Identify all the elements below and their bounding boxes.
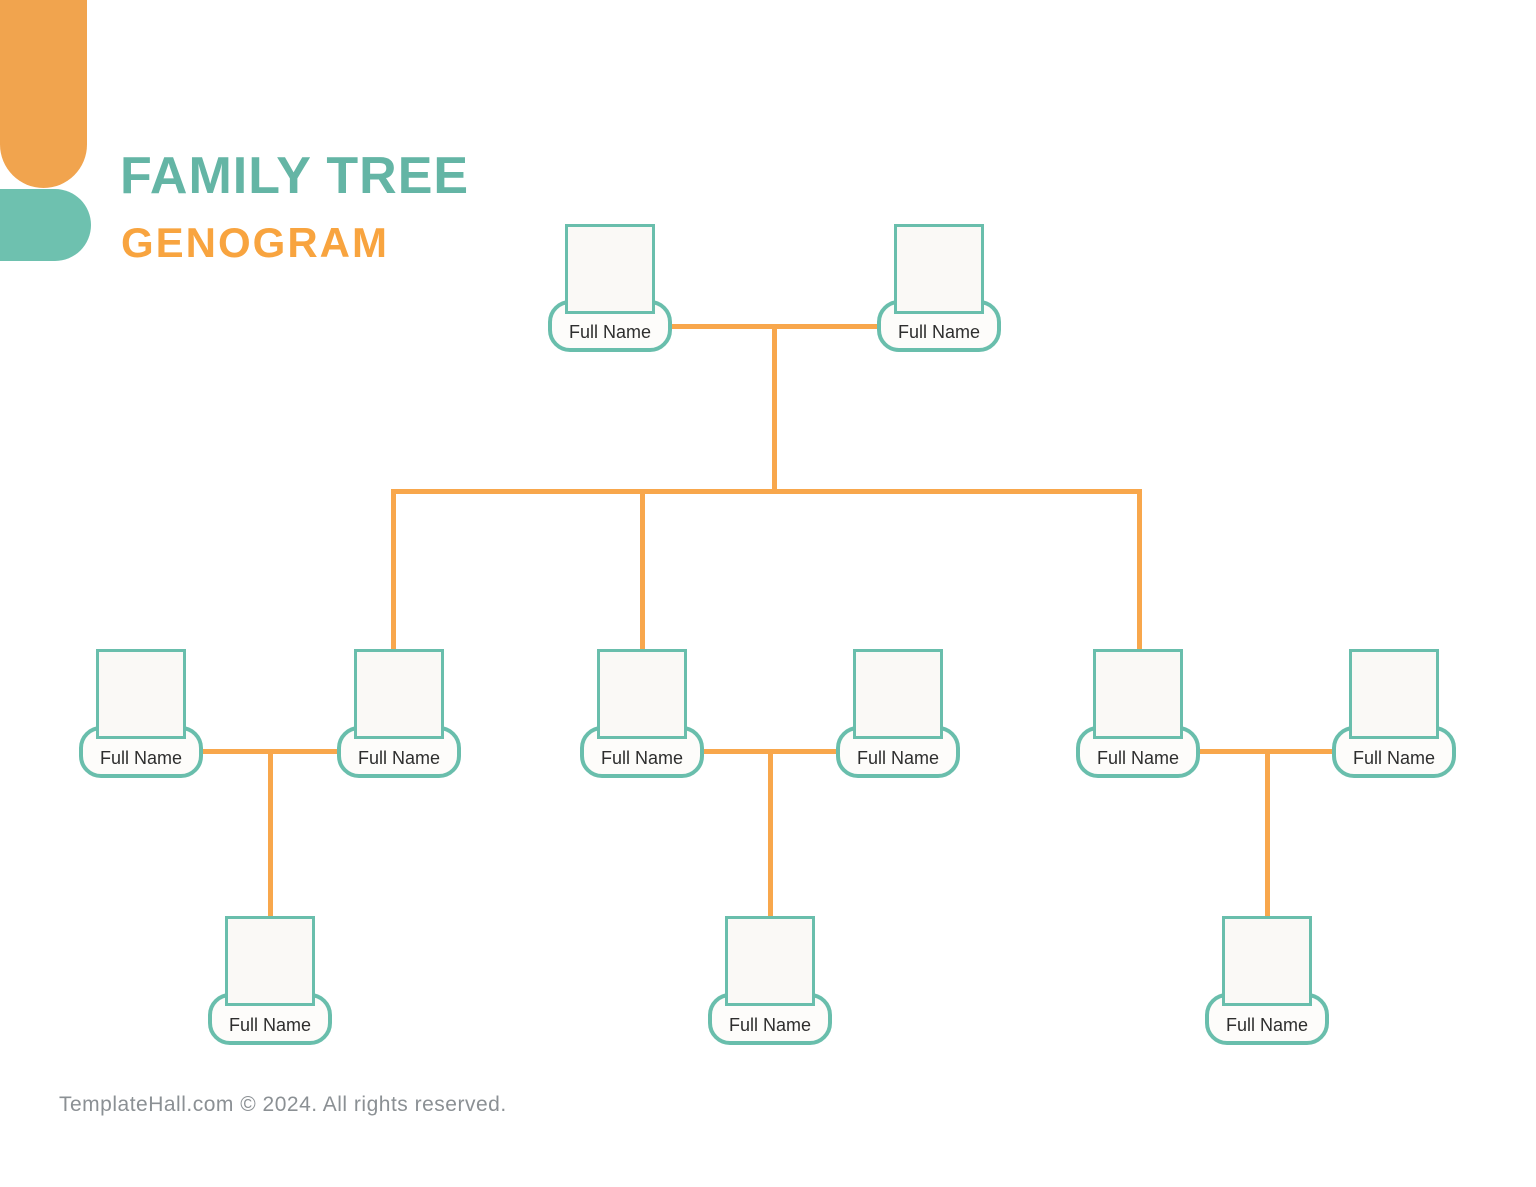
connector-child-drop-3 <box>1264 751 1270 918</box>
footer-copyright: TemplateHall.com © 2024. All rights rese… <box>59 1093 507 1116</box>
page-subtitle: GENOGRAM <box>121 219 389 266</box>
photo-placeholder[interactable] <box>853 649 943 739</box>
photo-placeholder[interactable] <box>96 649 186 739</box>
photo-placeholder[interactable] <box>225 916 315 1006</box>
photo-placeholder[interactable] <box>894 224 984 314</box>
full-name-label[interactable]: Full Name <box>708 993 832 1045</box>
connector-siblings-bar <box>391 488 1142 494</box>
person-node-g2-p1: Full Name <box>79 649 203 778</box>
person-node-g2-p5: Full Name <box>1076 649 1200 778</box>
person-node-g1-p1: Full Name <box>548 224 672 352</box>
person-node-g1-p2: Full Name <box>877 224 1001 352</box>
connector-drop-to-g2-p5 <box>1136 489 1142 652</box>
connector-drop-to-g2-p2 <box>390 489 396 652</box>
photo-placeholder[interactable] <box>597 649 687 739</box>
connector-drop-to-g2-p3 <box>639 489 645 652</box>
person-node-g2-p3: Full Name <box>580 649 704 778</box>
decorative-teal-shape <box>0 189 91 261</box>
person-node-g2-p2: Full Name <box>337 649 461 778</box>
decorative-orange-shape <box>0 0 87 188</box>
person-node-g3-c2: Full Name <box>708 916 832 1045</box>
page-title: FAMILY TREE <box>120 147 470 205</box>
photo-placeholder[interactable] <box>354 649 444 739</box>
photo-placeholder[interactable] <box>725 916 815 1006</box>
person-node-g3-c1: Full Name <box>208 916 332 1045</box>
person-node-g2-p4: Full Name <box>836 649 960 778</box>
photo-placeholder[interactable] <box>1349 649 1439 739</box>
photo-placeholder[interactable] <box>1093 649 1183 739</box>
connector-g1-descent-drop <box>771 324 777 494</box>
person-node-g3-c3: Full Name <box>1205 916 1329 1045</box>
photo-placeholder[interactable] <box>1222 916 1312 1006</box>
person-node-g2-p6: Full Name <box>1332 649 1456 778</box>
connector-child-drop-2 <box>767 751 773 918</box>
photo-placeholder[interactable] <box>565 224 655 314</box>
connector-child-drop-1 <box>267 751 273 918</box>
